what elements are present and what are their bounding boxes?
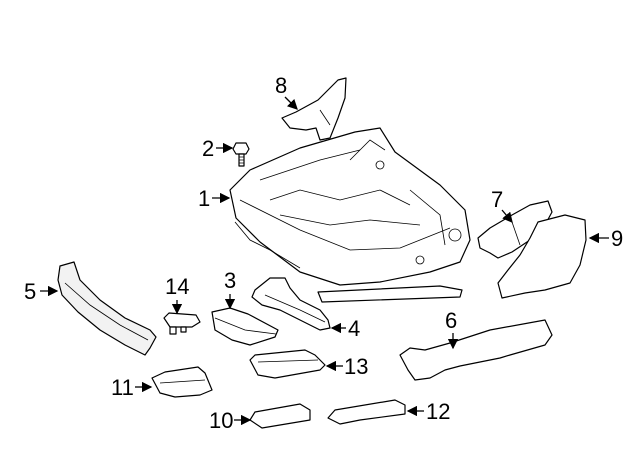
callout-11: 11 xyxy=(111,375,153,400)
part-14-clip[interactable] xyxy=(163,312,201,335)
callout-10: 10 xyxy=(209,408,252,433)
svg-text:8: 8 xyxy=(275,73,287,98)
part-4-adjuster[interactable] xyxy=(251,277,331,331)
svg-text:5: 5 xyxy=(24,279,36,304)
svg-text:14: 14 xyxy=(165,274,189,299)
callout-8: 8 xyxy=(275,73,298,110)
svg-text:3: 3 xyxy=(224,268,236,293)
part-2-bolt[interactable] xyxy=(232,142,250,167)
callout-7: 7 xyxy=(491,187,513,223)
svg-text:7: 7 xyxy=(491,187,503,212)
svg-text:11: 11 xyxy=(111,375,134,400)
part-9-side-cover[interactable] xyxy=(497,214,587,299)
part-5-front-trim[interactable] xyxy=(57,261,157,356)
svg-text:13: 13 xyxy=(344,354,368,379)
callout-2: 2 xyxy=(202,136,234,161)
callout-6: 6 xyxy=(445,308,459,350)
part-11-bracket[interactable] xyxy=(151,366,213,398)
svg-text:6: 6 xyxy=(445,308,457,333)
svg-text:1: 1 xyxy=(198,186,210,211)
callout-9: 9 xyxy=(588,226,623,251)
svg-text:12: 12 xyxy=(426,399,450,424)
svg-text:2: 2 xyxy=(202,136,214,161)
callout-13: 13 xyxy=(325,354,368,379)
callout-4: 4 xyxy=(330,316,360,341)
part-12-bracket[interactable] xyxy=(327,399,406,425)
callout-3: 3 xyxy=(224,268,236,310)
part-13-rail-cover[interactable] xyxy=(249,349,326,379)
callout-12: 12 xyxy=(406,399,450,424)
part-8-cover[interactable] xyxy=(281,77,347,141)
part-1-seat-frame[interactable] xyxy=(229,127,471,303)
part-6-side-trim[interactable] xyxy=(399,319,553,381)
callout-5: 5 xyxy=(24,279,59,304)
callout-14: 14 xyxy=(165,274,189,315)
callout-1: 1 xyxy=(198,186,231,211)
part-3-module[interactable] xyxy=(211,307,279,346)
svg-text:4: 4 xyxy=(348,316,360,341)
svg-text:10: 10 xyxy=(209,408,233,433)
svg-text:9: 9 xyxy=(611,226,623,251)
part-10-bracket[interactable] xyxy=(249,403,311,429)
